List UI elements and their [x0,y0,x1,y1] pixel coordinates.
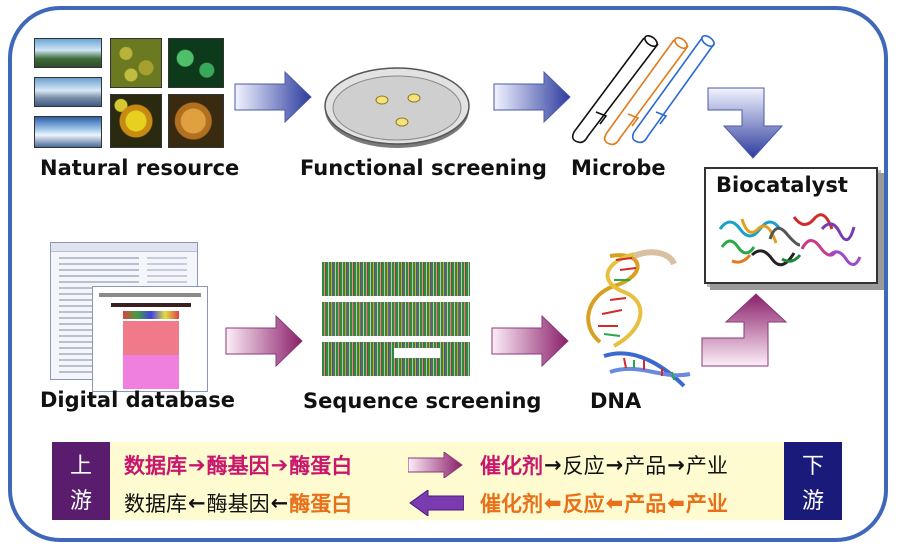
landscape-photo [34,77,102,107]
banner-row-backward-left: 数据库 ← 酶基因 ← 酶蛋白 [124,488,352,518]
microbe-photo [168,38,224,88]
arrow-right-icon [225,314,303,368]
microbe-photo [110,38,162,88]
petri-dish-icon [324,67,470,148]
row2-term: 酶蛋白 [289,492,353,516]
upstream-char-1: 上 [69,453,92,479]
row2-term: 数据库 [124,492,187,516]
row1-term: 产品 [624,454,667,478]
arrow-right-icon: ➔ [188,453,206,477]
upstream-char-2: 游 [69,488,92,514]
landscape-photo [34,116,102,148]
arrow-right-icon [491,314,569,368]
arrow-right-icon [493,70,571,124]
banner-row-forward-left: 数据库 ➔ 酶基因 ➔ 酶蛋白 [124,450,352,480]
arrow-right-icon [408,452,463,478]
arrow-left-icon: ← [270,491,289,515]
chinese-banner: 上 游 下 游 数据库 ➔ 酶基因 ➔ 酶蛋白 催化剂 → 反应 → 产品 → … [52,442,842,520]
downstream-char-2: 游 [801,488,824,514]
arrow-left-icon: ⬅ [605,491,624,515]
downstream-char-1: 下 [801,453,824,479]
arrow-right-icon: → [605,453,624,477]
arrow-right-icon: → [544,453,562,477]
caption-microbe: Microbe [571,156,666,180]
sequence-alignment-icon [322,262,470,376]
row1-term: 产业 [685,454,728,478]
test-tube-icon [571,34,715,146]
upstream-label: 上 游 [52,442,110,520]
row1-term: 反应 [562,454,605,478]
row2-term: 催化剂 [480,492,543,516]
row2-term: 产品 [624,492,667,516]
row2-term: 反应 [562,492,605,516]
row1-term: 催化剂 [480,454,543,478]
landscape-photo [34,38,102,68]
arrow-left-icon [409,490,464,516]
row2-term: 酶基因 [206,492,270,516]
arrow-left-icon: ⬅ [544,491,562,515]
arrow-right-icon [234,70,312,124]
caption-digital-database: Digital database [40,388,235,412]
caption-sequence-screening: Sequence screening [303,389,542,413]
database-window-front [92,286,208,392]
row1-term: 酶基因 [206,454,270,478]
banner-row-backward-right: 催化剂 ⬅ 反应 ⬅ 产品 ⬅ 产业 [480,488,728,518]
arrow-bent-down-icon [707,87,784,159]
microbe-photo [168,94,224,148]
dna-helix-icon [586,249,691,388]
arrow-left-icon: ⬅ [667,491,685,515]
row2-term: 产业 [685,492,728,516]
caption-functional-screening: Functional screening [300,156,547,180]
caption-biocatalyst: Biocatalyst [716,173,848,197]
arrow-bent-up-icon [701,293,788,367]
row1-term: 数据库 [124,454,187,478]
caption-dna: DNA [590,389,642,413]
downstream-label: 下 游 [784,442,842,520]
caption-natural-resource: Natural resource [40,156,240,180]
microbe-photo [110,94,162,148]
banner-row-forward-right: 催化剂 → 反应 → 产品 → 产业 [480,450,728,480]
arrow-right-icon: ➔ [270,453,289,477]
row1-term: 酶蛋白 [289,454,353,478]
biocatalyst-box: Biocatalyst [704,167,878,284]
protein-structure-icon [718,213,862,267]
arrow-right-icon: → [667,453,685,477]
arrow-left-icon: ← [188,491,206,515]
